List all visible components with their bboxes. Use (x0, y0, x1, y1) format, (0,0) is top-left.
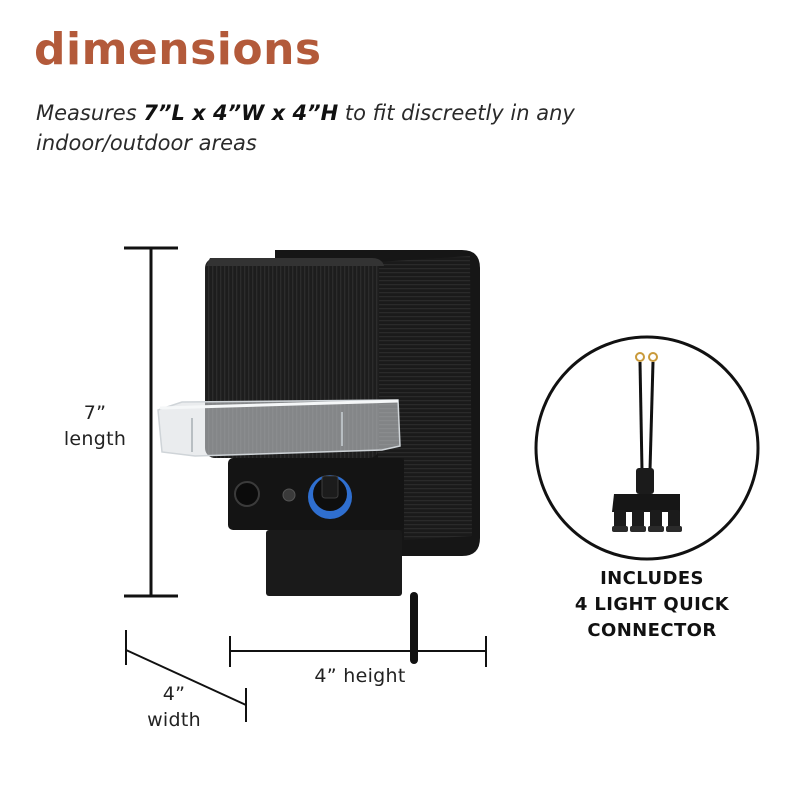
dimensions-description: Measures 7”L x 4”W x 4”H to fit discreet… (36, 98, 596, 158)
length-text: length (63, 428, 127, 450)
description-suffix: to fit discreetly in any indoor/outdoor … (36, 101, 575, 155)
connector-line-1: INCLUDES (600, 568, 704, 589)
quick-connector-image (534, 335, 760, 561)
transformer-product-image (157, 250, 480, 664)
description-measure: 7”L x 4”W x 4”H (143, 101, 339, 125)
height-label: 4” height (314, 665, 406, 687)
height-dimension-line (229, 636, 487, 667)
connector-caption: INCLUDES 4 LIGHT QUICK CONNECTOR (552, 566, 752, 644)
connector-line-2: 4 LIGHT QUICK (574, 594, 730, 615)
width-label: 4” width (124, 681, 224, 733)
length-label: 7” length (50, 400, 140, 452)
length-dimension-line (124, 246, 178, 598)
length-value: 7” (83, 402, 107, 424)
connector-line-3: CONNECTOR (587, 620, 717, 641)
page-title: dimensions (34, 24, 322, 75)
width-text: width (147, 709, 201, 731)
description-prefix: Measures (36, 101, 144, 125)
width-value: 4” (162, 683, 186, 705)
width-dimension-line (125, 630, 247, 722)
